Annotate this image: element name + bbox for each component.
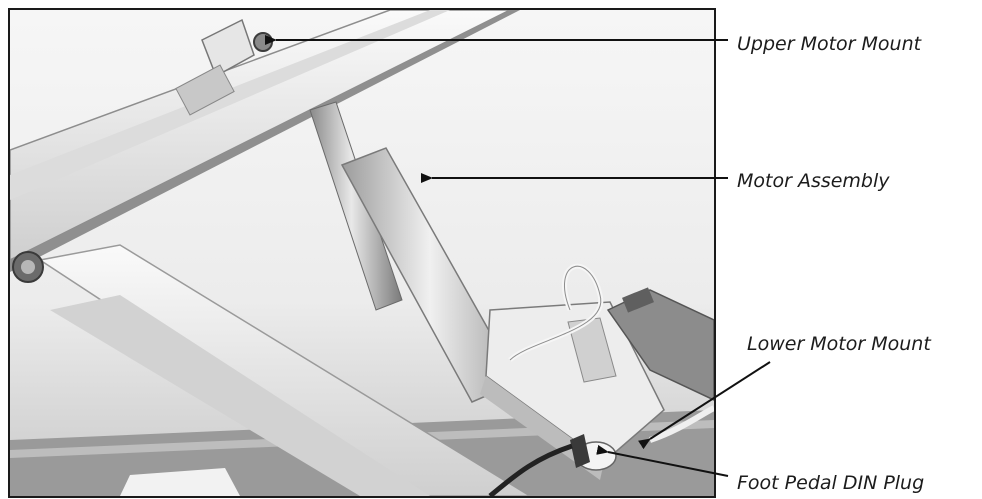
upper-mount-bracket xyxy=(201,18,255,78)
label-lower-motor-mount: Lower Motor Mount xyxy=(747,333,931,355)
plug-cable xyxy=(488,443,573,496)
photo-frame xyxy=(8,8,716,498)
actuator-photo xyxy=(10,10,714,496)
motor-housing xyxy=(485,301,665,463)
label-upper-motor-mount: Upper Motor Mount xyxy=(737,33,922,55)
upper-rail-channel xyxy=(10,10,450,200)
scissor-beam-side xyxy=(50,295,430,496)
upper-mount-block xyxy=(175,64,235,116)
foot-pedal-tab xyxy=(622,287,654,313)
upper-mount-bolt xyxy=(253,32,273,52)
base-cutout xyxy=(120,468,240,496)
pivot-bolt-center xyxy=(21,260,35,274)
actuator-rod xyxy=(309,101,403,311)
upper-rail-shadow xyxy=(10,10,520,272)
label-foot-pedal-din-plug: Foot Pedal DIN Plug xyxy=(737,472,925,494)
label-motor-assembly: Motor Assembly xyxy=(737,170,890,192)
motor-cable-outline xyxy=(509,265,602,361)
din-plug-sleeve xyxy=(570,434,590,468)
